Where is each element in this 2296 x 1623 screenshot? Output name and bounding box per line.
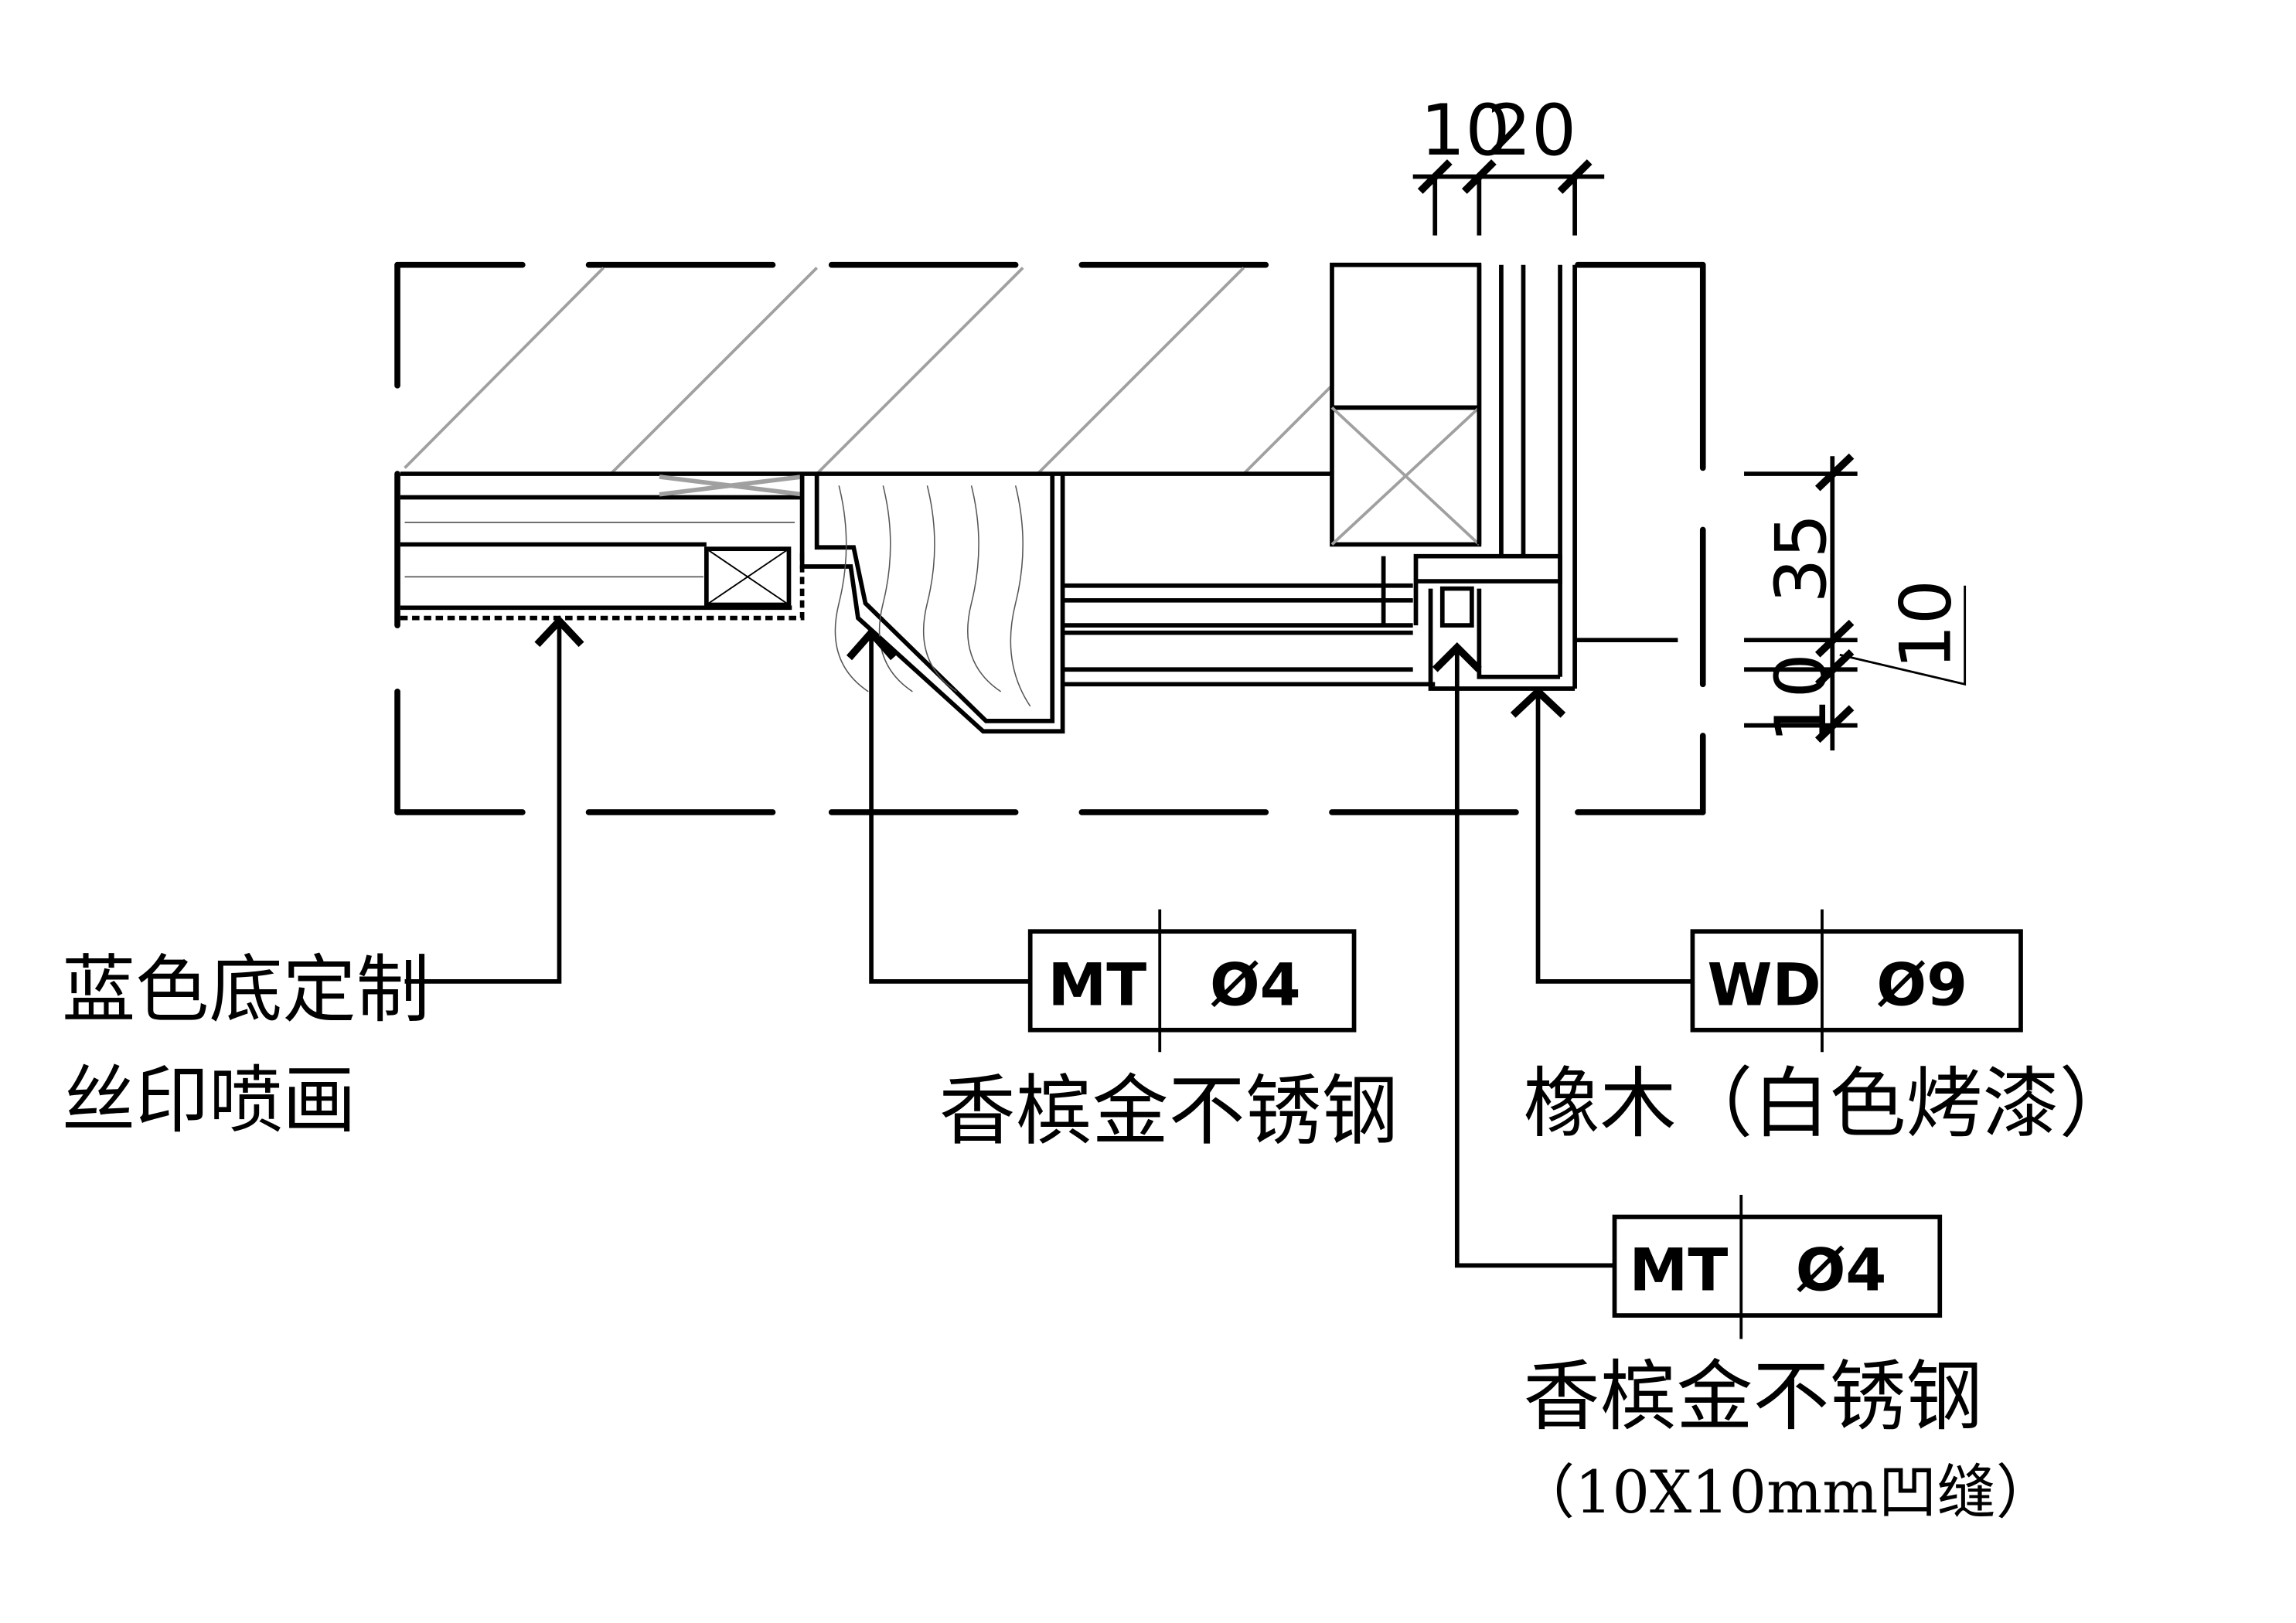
wall-hatch xyxy=(404,267,1334,475)
wood-grain xyxy=(834,485,1031,707)
tag-code: MT xyxy=(1630,1236,1729,1305)
boundary-dashed xyxy=(394,261,1706,815)
tag1-description: 香槟金不锈钢 xyxy=(939,1067,1398,1156)
tag-number: Ø9 xyxy=(1876,950,1967,1019)
material-tag-wd: WD Ø9 xyxy=(1690,909,2023,1053)
dim-10-right: 10 xyxy=(1759,653,1842,743)
dim-35: 35 xyxy=(1759,513,1842,603)
tag-number: Ø4 xyxy=(1210,950,1301,1019)
section-lines xyxy=(400,262,1678,734)
dim-10-leader: 10 xyxy=(1885,580,1967,669)
leader-lines xyxy=(404,615,1693,1268)
dimension-lines xyxy=(1412,159,1967,750)
tag-number: Ø4 xyxy=(1796,1236,1887,1305)
tag-code: MT xyxy=(1048,950,1147,1019)
material-tag-mt-2: MT Ø4 xyxy=(1612,1194,1943,1339)
dim-10-top: 10 xyxy=(1420,89,1510,172)
print-label-line2: 丝印喷画 xyxy=(62,1058,356,1143)
tag2-description: 橡木（白色烤漆） xyxy=(1523,1060,2135,1148)
material-tag-mt-1: MT Ø4 xyxy=(1027,909,1357,1053)
tag3-note: （10X10mm凹缝） xyxy=(1516,1458,2055,1526)
print-label-line1: 蓝色底定制 xyxy=(62,948,430,1033)
tag-code: WD xyxy=(1707,950,1821,1019)
dim-20-top: 20 xyxy=(1487,89,1576,172)
tag3-description: 香槟金不锈钢 xyxy=(1523,1352,1982,1441)
